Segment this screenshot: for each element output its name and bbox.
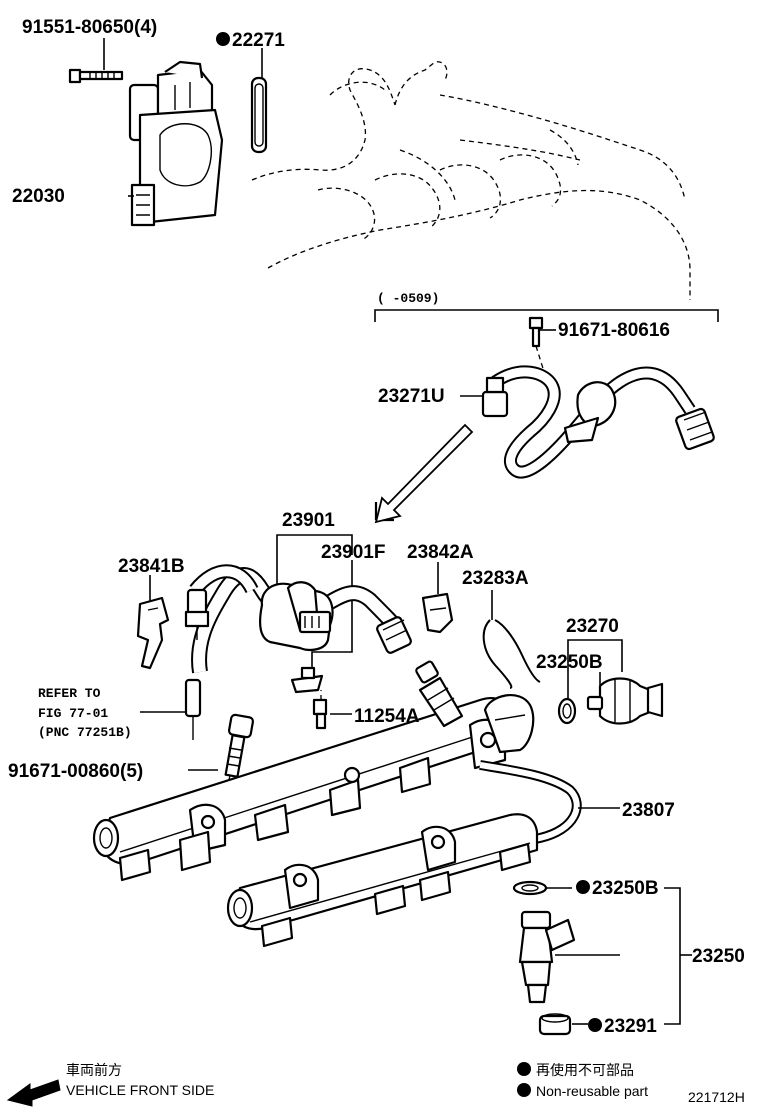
label-23842a: 23842A xyxy=(407,542,474,563)
fuel-rail-lower xyxy=(226,813,539,948)
throttle-bolt xyxy=(68,68,124,84)
oring-23250b-damper xyxy=(557,697,577,725)
fuel-injector xyxy=(518,910,600,1004)
legend-nonreusable-marker xyxy=(517,1062,531,1076)
direction-arrow-body xyxy=(374,423,474,524)
leader-lines xyxy=(103,38,620,1025)
vehicle-front-arrow xyxy=(6,1079,61,1107)
nonreusable-marker xyxy=(216,32,230,46)
legend-nonreuse-jp: 再使用不可部品 xyxy=(536,1062,634,1078)
label-22271: 22271 xyxy=(232,30,285,51)
rail-pipe-fitting xyxy=(415,660,464,728)
fuel-pipe xyxy=(479,760,620,851)
hose-stopper xyxy=(290,666,324,694)
label-23841b: 23841B xyxy=(118,556,185,577)
label-23807: 23807 xyxy=(622,800,675,821)
pulsation-damper xyxy=(586,677,664,725)
nonreusable-marker xyxy=(588,1018,602,1032)
throttle-gasket xyxy=(250,76,268,154)
nonreusable-marker xyxy=(576,880,590,894)
label-23291: 23291 xyxy=(604,1016,657,1037)
label-91671-00860: 91671-00860(5) xyxy=(8,761,143,782)
hose-f-leader xyxy=(311,560,353,672)
refer-line-1: REFER TO xyxy=(38,686,101,701)
fuel-hose-assembly xyxy=(184,564,412,740)
label-23901: 23901 xyxy=(282,510,335,531)
label-23283a: 23283A xyxy=(462,568,529,589)
stud-11254a xyxy=(312,690,328,730)
date-range-bracket xyxy=(374,309,719,322)
label-date-range: ( -0509) xyxy=(377,291,439,306)
label-91671-80616: 91671-80616 xyxy=(558,320,670,341)
label-91551-80650: 91551-80650(4) xyxy=(22,17,157,38)
label-23901f: 23901F xyxy=(321,542,385,563)
clamp-23283a xyxy=(482,619,541,689)
refer-line-2: FIG 77-01 xyxy=(38,706,108,721)
clip-23842a xyxy=(421,592,454,634)
label-11254a: 11254A xyxy=(354,706,420,727)
refer-line-3: (PNC 77251B) xyxy=(38,725,132,740)
label-23250b-injector: 23250B xyxy=(592,878,659,899)
intake-manifold-outline xyxy=(251,61,691,300)
legend-front-jp: 車両前方 xyxy=(66,1062,122,1078)
label-23270: 23270 xyxy=(566,616,619,637)
legend-front-en: VEHICLE FRONT SIDE xyxy=(66,1082,214,1098)
oring-23250b-injector xyxy=(512,880,548,896)
injector-bracket xyxy=(664,887,681,1025)
label-23250b-damper: 23250B xyxy=(536,652,603,673)
injector-insulator xyxy=(538,1013,572,1036)
throttle-body xyxy=(128,60,224,227)
damper-bracket xyxy=(567,639,623,672)
label-23271u: 23271U xyxy=(378,386,445,407)
legend-nonreusable-marker xyxy=(517,1083,531,1097)
figure-id: 221712H xyxy=(688,1089,745,1105)
label-23250: 23250 xyxy=(692,946,745,967)
upper-hose-assembly xyxy=(481,316,715,479)
label-22030: 22030 xyxy=(12,186,65,207)
fuel-rail-upper xyxy=(92,694,535,882)
clip-23841b xyxy=(136,596,170,670)
hose-assy-bracket xyxy=(276,534,353,590)
legend-nonreuse-en: Non-reusable part xyxy=(536,1083,648,1099)
